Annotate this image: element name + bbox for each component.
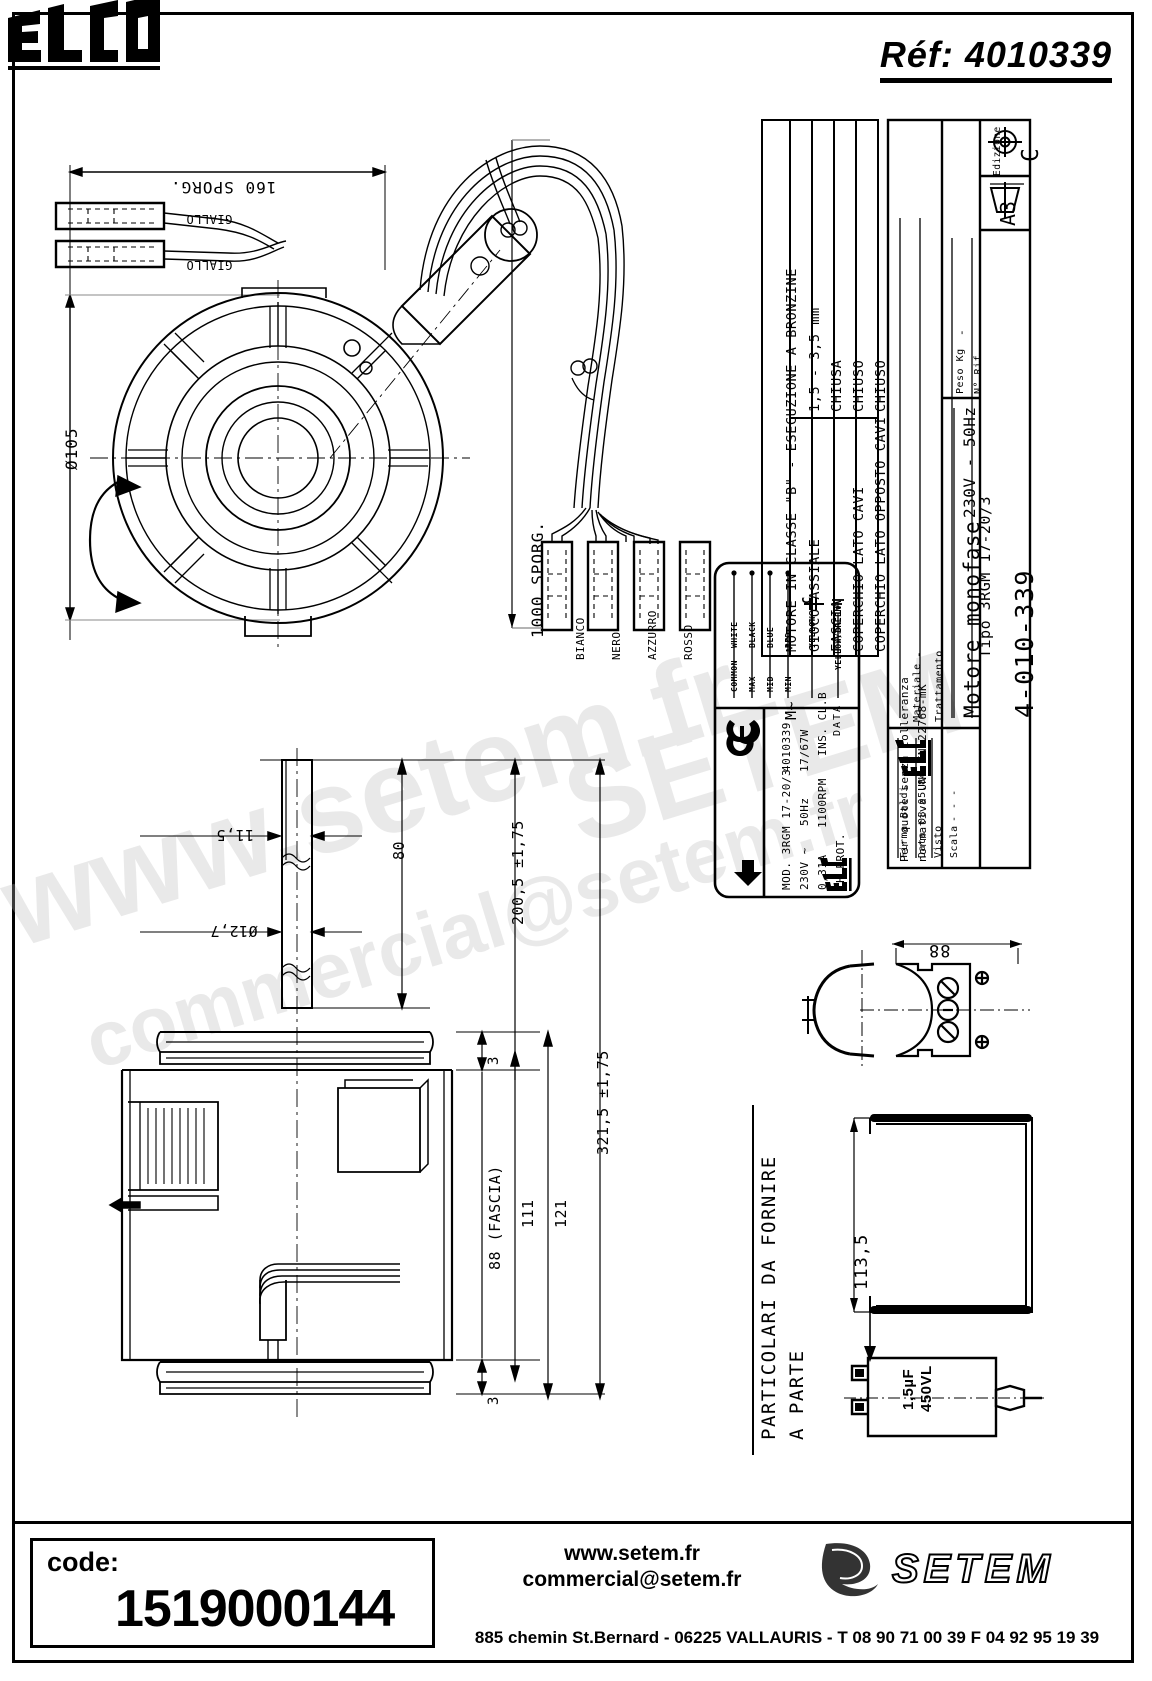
drawing-number: 4-010-339 bbox=[1010, 569, 1039, 718]
scala-value: - - - bbox=[949, 789, 960, 822]
motor-symbol: M~ bbox=[782, 700, 800, 720]
motor-nameplate: COMMON MAX MID MIN WHITE BLACK BLUE RED … bbox=[712, 560, 862, 900]
dim-88-fascia: 88 (FASCIA) bbox=[486, 1165, 504, 1270]
yellow-wire-terminals bbox=[54, 201, 287, 269]
dim-diameter-105: Ø105 bbox=[62, 427, 81, 470]
nameplate-code: 4010339 bbox=[780, 722, 793, 772]
mounting-bracket-side-view bbox=[850, 1114, 1033, 1314]
wire-label-giallo-2: GIALLO bbox=[186, 258, 233, 272]
setem-email[interactable]: commercial@setem.fr bbox=[522, 1568, 742, 1591]
nameplate-voltage: 230V ~ bbox=[798, 847, 811, 890]
nameplate-power: 17/67W bbox=[798, 729, 811, 772]
code-value: 1519000144 bbox=[115, 1580, 395, 1638]
nameplate-data-label: DATA bbox=[832, 703, 843, 736]
spec-row-value-1: CHIUSA bbox=[829, 359, 845, 412]
parts-title-line-2: A PARTE bbox=[786, 1349, 808, 1440]
edizione-value: C bbox=[1018, 147, 1044, 162]
terminal-color-white: WHITE bbox=[730, 621, 739, 648]
dim-shaft-flat: 11,5 bbox=[216, 826, 255, 844]
wire-label-giallo-1: GIALLO bbox=[186, 212, 233, 226]
elco-logo-titleblock bbox=[895, 740, 931, 776]
terminal-tap-common: COMMON bbox=[730, 660, 739, 692]
code-box: code: 1519000144 bbox=[30, 1538, 435, 1648]
setem-address: 885 chemin St.Bernard - 06225 VALLAURIS … bbox=[474, 1628, 1100, 1647]
setem-logo-text: SETEM bbox=[892, 1547, 1055, 1591]
dim-1000-sporg: 1000 SPORG. bbox=[528, 521, 547, 638]
terminal-color-red: RED bbox=[784, 632, 793, 648]
title-block-type: Tipo 3RGM 17-20/3 bbox=[976, 495, 994, 658]
edizione-label: Edizione bbox=[992, 126, 1003, 176]
wire-label-nero: NERO bbox=[610, 631, 623, 661]
title-block: Per quote senza tolleranza normativa UNI… bbox=[886, 118, 1044, 870]
visto-label: Visto bbox=[933, 825, 944, 858]
terminal-color-blue: BLUE bbox=[766, 626, 775, 648]
materiale-value: - bbox=[912, 650, 925, 658]
dim-121: 121 bbox=[552, 1199, 570, 1228]
dim-80: 80 bbox=[390, 840, 408, 860]
dim-111: 111 bbox=[519, 1199, 537, 1228]
motor-side-section-view bbox=[108, 748, 605, 1420]
spec-row-value-2: CHIUSO bbox=[851, 359, 867, 412]
peso-label: Peso Kg bbox=[955, 348, 966, 394]
wire-label-bianco: BIANCO bbox=[574, 617, 587, 660]
sheet-format: A3 bbox=[996, 199, 1020, 226]
parts-title-line-1: PARTICOLARI DA FORNIRE bbox=[758, 1155, 780, 1440]
terminal-color-yellow-green: YELLOW/GREEN bbox=[834, 606, 843, 670]
data-label: Data bbox=[917, 831, 928, 858]
elco-logo bbox=[8, 0, 160, 73]
nameplate-insulation: INS. CL.B bbox=[816, 691, 829, 756]
terminal-tap-mid: MID bbox=[766, 676, 775, 692]
nameplate-frequency: 50Hz bbox=[798, 797, 811, 827]
terminal-tap-min: MIN bbox=[784, 676, 793, 692]
dim-160-sporg: 160 SPORG. bbox=[170, 178, 277, 197]
terminal-color-yellow: YELLOW bbox=[808, 616, 817, 648]
elco-logo-nameplate bbox=[820, 858, 852, 891]
dim-shaft-diameter: Ø12,7 bbox=[210, 922, 258, 940]
scala-label: Scala bbox=[949, 825, 960, 858]
capacitor-value-uf: 1,5µF bbox=[900, 1368, 917, 1410]
trattamento-value: - bbox=[934, 650, 947, 658]
dim-bracket-88: 88 bbox=[928, 940, 951, 960]
setem-website[interactable]: www.setem.fr bbox=[564, 1542, 700, 1565]
reference-number: Réf: 4010339 bbox=[879, 34, 1112, 83]
spec-row-value-0: 1,5 - 3,5 mm bbox=[807, 307, 823, 412]
nameplate-model: MOD. 3RGM 17-20/3 bbox=[780, 768, 793, 890]
parts-leader-arrow bbox=[864, 1300, 876, 1362]
wire-harness bbox=[419, 139, 712, 632]
code-label: code: bbox=[47, 1547, 120, 1577]
motor-front-view bbox=[65, 165, 538, 650]
wire-label-rosso: ROSSO bbox=[682, 624, 695, 660]
dim-321-5: 321,5 ±1,75 bbox=[594, 1050, 612, 1155]
capacitor-value-v: 450VL bbox=[918, 1365, 935, 1412]
dim-bracket-113-5: 113,5 bbox=[852, 1233, 872, 1290]
setem-logo: SETEM bbox=[821, 1543, 1055, 1597]
footer: code: 1519000144 www.setem.fr commercial… bbox=[12, 1521, 1134, 1669]
terminal-color-black: BLACK bbox=[748, 621, 757, 648]
parts-title-rule bbox=[752, 1105, 754, 1455]
sheet-border bbox=[12, 12, 1134, 1663]
capacitor-detail-view bbox=[844, 1356, 1044, 1438]
ce-mark-icon bbox=[726, 720, 760, 757]
dim-200-5: 200,5 ±1,75 bbox=[509, 820, 527, 925]
firma-value: Baldi bbox=[899, 785, 910, 818]
terminal-tap-max: MAX bbox=[748, 676, 757, 692]
materiale-label: Materiale bbox=[912, 663, 923, 722]
wire-label-azzurro: AZZURRO bbox=[646, 610, 659, 660]
trattamento-label: Trattamento bbox=[934, 650, 945, 722]
rif-value: - bbox=[973, 324, 986, 332]
nameplate-rpm: 1100RPM bbox=[816, 778, 829, 828]
dim-3-bottom: 3 bbox=[486, 1396, 502, 1405]
dim-3-top: 3 bbox=[486, 1056, 502, 1065]
rif-label: N° Rif. bbox=[973, 348, 984, 394]
firma-label: Firma bbox=[899, 825, 910, 858]
mounting-bracket-top-view bbox=[802, 940, 1030, 1070]
capacitor-symbol-label: C bbox=[800, 596, 814, 604]
peso-value: - bbox=[955, 328, 968, 336]
